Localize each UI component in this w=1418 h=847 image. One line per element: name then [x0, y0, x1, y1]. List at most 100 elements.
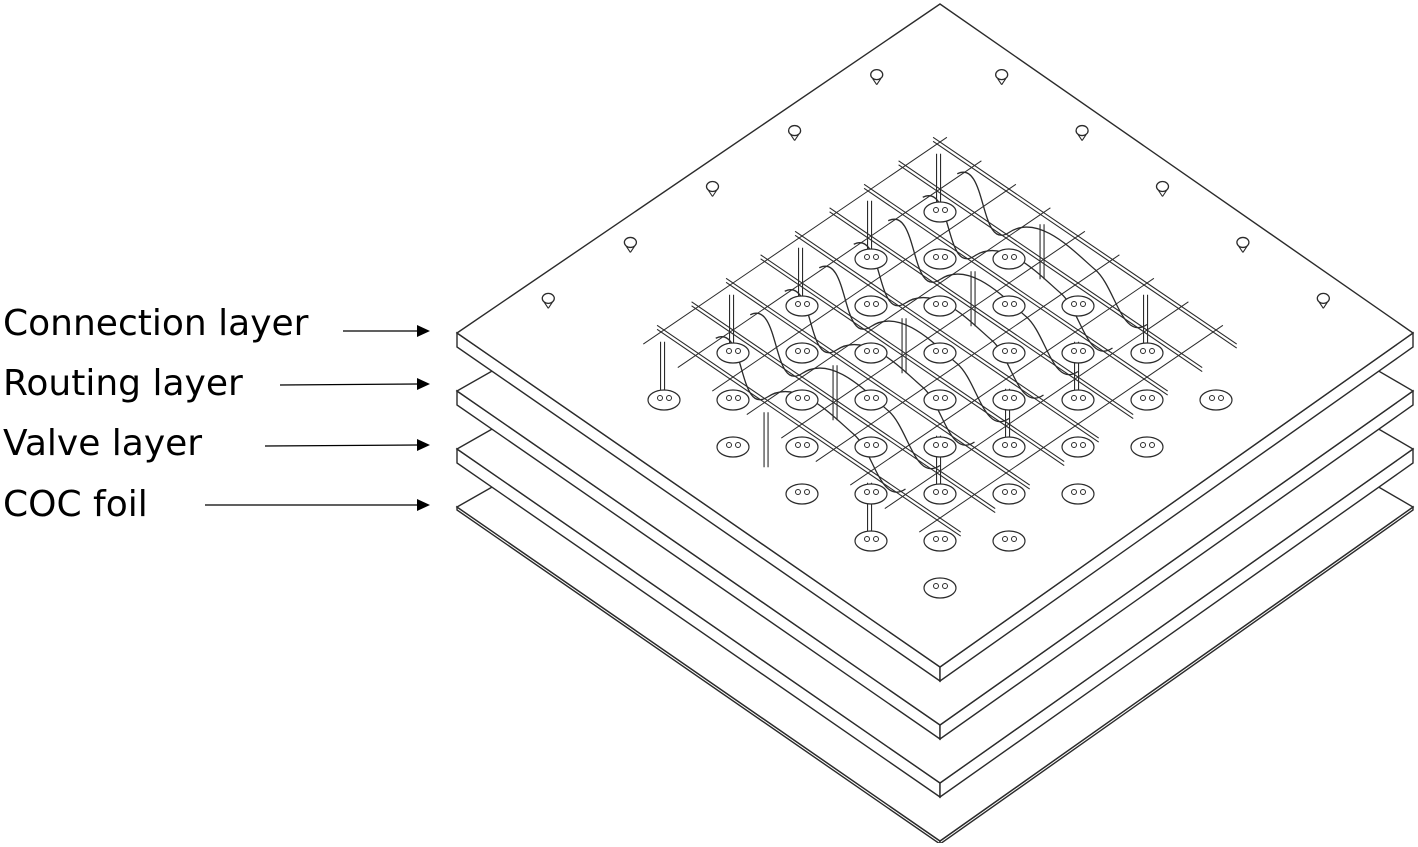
bolt-hole	[1075, 124, 1089, 137]
channel-run	[898, 160, 1203, 369]
valve-port	[726, 442, 732, 448]
valve-port	[942, 207, 948, 213]
bolt-hole-shank	[1001, 78, 1007, 85]
bolt-hole-shank	[543, 302, 549, 309]
valve-seat	[1061, 342, 1095, 364]
valve-seat	[923, 483, 957, 505]
bolt-hole-shank	[629, 246, 635, 253]
channel-run	[656, 328, 962, 537]
valve-port	[933, 489, 939, 495]
bolt-hole-shank	[794, 134, 800, 141]
valve-port	[1011, 536, 1017, 542]
channel-run	[725, 277, 1031, 486]
bolt-hole	[1155, 180, 1170, 193]
valve-port	[873, 489, 879, 495]
channel-run	[691, 305, 996, 514]
valve-seat	[785, 295, 819, 317]
valve-port	[1071, 395, 1077, 401]
valve-port	[1011, 395, 1017, 401]
valve-seat	[923, 577, 957, 599]
channel-run	[829, 207, 1134, 416]
valve-port	[864, 254, 870, 260]
valve-port	[735, 348, 741, 354]
channel-run	[725, 281, 1031, 490]
bolt-hole-shank	[1081, 134, 1087, 141]
valve-port	[795, 301, 801, 307]
valve-port	[1218, 395, 1224, 401]
valve-port	[1011, 254, 1017, 260]
bolt-hole-shank	[1242, 246, 1248, 253]
channel-run	[884, 301, 1189, 510]
valve-port	[804, 395, 810, 401]
valve-port	[873, 348, 879, 354]
valve-seat	[923, 248, 957, 270]
valve-port	[864, 395, 870, 401]
valve-seat	[1061, 436, 1095, 458]
valve-port	[873, 301, 879, 307]
channel-run	[932, 136, 1238, 345]
valve-port	[942, 254, 948, 260]
valve-port	[1149, 395, 1155, 401]
valve-seat	[1061, 389, 1095, 411]
valve-port	[864, 301, 870, 307]
valve-port	[1011, 442, 1017, 448]
valve-port	[873, 254, 879, 260]
layer-plates	[455, 3, 1415, 846]
interconnect-channel	[818, 265, 1010, 423]
valve-port	[1140, 348, 1146, 354]
valve-port	[933, 395, 939, 401]
valve-port	[726, 395, 732, 401]
valve-port	[1011, 489, 1017, 495]
valve-seat	[854, 295, 888, 317]
interconnect-channel	[749, 312, 941, 470]
routing-layer-label: Routing layer	[3, 363, 243, 404]
valve-seat	[992, 342, 1026, 364]
arrow-head	[417, 499, 430, 511]
channel-run	[794, 230, 1100, 439]
label-arrows	[205, 325, 430, 511]
valve-port	[873, 395, 879, 401]
valve-port	[933, 207, 939, 213]
valve-port	[1011, 301, 1017, 307]
valve-seat	[1130, 436, 1164, 458]
bolt-hole-shank	[1322, 302, 1328, 309]
valve-port	[873, 536, 879, 542]
valve-port	[1071, 442, 1077, 448]
valve-port	[804, 442, 810, 448]
valve-port	[666, 395, 672, 401]
coc-foil-label: COC foil	[3, 484, 148, 525]
valve-port	[795, 348, 801, 354]
channel-run	[781, 230, 1086, 439]
valve-seat	[785, 389, 819, 411]
valve-port	[795, 442, 801, 448]
arrow-shaft	[279, 383, 419, 386]
valve-port	[804, 301, 810, 307]
valve-port	[1080, 395, 1086, 401]
valve-seat	[1061, 483, 1095, 505]
valve-port	[1140, 442, 1146, 448]
bolt-hole-shank	[708, 190, 713, 197]
valve-port	[1002, 536, 1008, 542]
valve-seat	[854, 342, 888, 364]
valve-features	[541, 68, 1330, 599]
channel-run	[919, 324, 1224, 533]
bolt-hole-shank	[547, 302, 553, 309]
valve-seat	[716, 389, 750, 411]
valve-seat	[854, 248, 888, 270]
valve-seat	[992, 389, 1026, 411]
bolt-hole-shank	[1077, 134, 1083, 141]
connection-layer-label: Connection layer	[3, 303, 309, 344]
valve-port	[864, 489, 870, 495]
bolt-hole	[1236, 236, 1250, 249]
valve-port	[1080, 301, 1086, 307]
channel-run	[746, 207, 1051, 416]
channel-run	[932, 140, 1238, 349]
valve-seat	[1130, 342, 1164, 364]
bolt-hole-shank	[1158, 190, 1163, 197]
valve-port	[795, 395, 801, 401]
bolt-hole-shank	[1238, 246, 1244, 253]
valve-port	[735, 395, 741, 401]
arrow-head	[417, 325, 430, 337]
valve-seat	[785, 342, 819, 364]
